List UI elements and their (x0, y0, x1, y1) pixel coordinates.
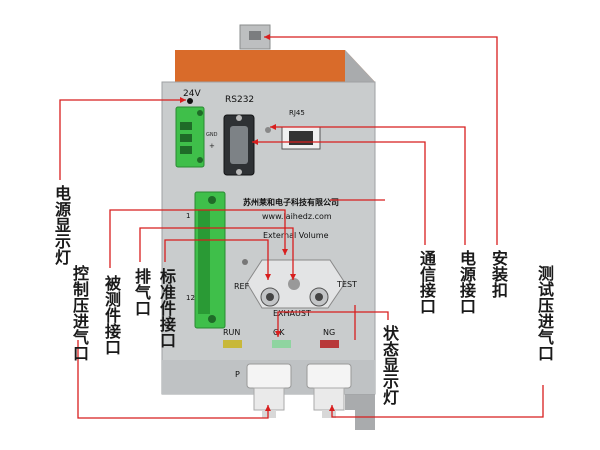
fitting-p (246, 363, 292, 418)
label-plus: + (209, 142, 215, 150)
rj45-connector (265, 126, 321, 150)
line-comm-port (252, 141, 426, 245)
label-ng: NG (323, 328, 335, 337)
label-rs232: RS232 (225, 95, 254, 105)
line-dut-port (109, 209, 286, 268)
label-external-volume: External Volume (263, 231, 329, 240)
fitting-s (306, 363, 352, 418)
label-rj45: RJ45 (289, 109, 305, 117)
callout-status-led: 状态显示灯 (380, 325, 399, 405)
line-power-port (270, 126, 466, 245)
label-p: P (235, 370, 240, 379)
label-24v: 24V (183, 89, 201, 99)
rs232-connector (223, 114, 255, 176)
line-status-led (277, 311, 389, 337)
label-gnd: GND (206, 132, 218, 138)
callout-lines (59, 36, 544, 419)
callout-std-port: 标准件接口 (157, 268, 176, 348)
label-run: RUN (223, 328, 240, 337)
callout-power-port: 电源接口 (457, 250, 476, 314)
callout-comm-port: 通信接口 (417, 250, 436, 314)
power-indicator-led (187, 98, 193, 104)
label-pin12: 12 (186, 294, 195, 302)
power-terminal (175, 106, 205, 168)
label-pin1: 1 (186, 212, 190, 220)
website: www.laihedz.com (262, 212, 332, 221)
pneumatic-manifold (246, 259, 346, 309)
label-exhaust: EXHAUST (273, 309, 311, 318)
callout-mount-clip: 安装扣 (489, 250, 508, 298)
callout-exhaust: 排气口 (132, 268, 151, 316)
callout-control-inlet: 控制压进气口 (70, 265, 89, 361)
callout-power-indicator: 电源显示灯 (52, 185, 71, 265)
ng-led (320, 340, 339, 348)
line-mount-clip (264, 36, 498, 245)
device-top-face (175, 50, 375, 82)
panel-screw (242, 259, 248, 265)
callout-dut-port: 被测件接口 (102, 275, 121, 355)
company-name: 苏州莱和电子科技有限公司 (243, 197, 339, 207)
line-exhaust (139, 227, 294, 280)
line-power-indicator (59, 99, 186, 180)
run-led (223, 340, 242, 348)
line-control-inlet (77, 340, 269, 419)
callout-arrowheads (180, 34, 335, 411)
label-ref: REF (234, 282, 250, 291)
signal-terminal-block (194, 191, 226, 329)
line-std-port (164, 239, 269, 280)
callout-test-inlet: 测试压进气口 (535, 265, 554, 361)
label-test: TEST (336, 280, 357, 289)
ok-led (272, 340, 291, 348)
